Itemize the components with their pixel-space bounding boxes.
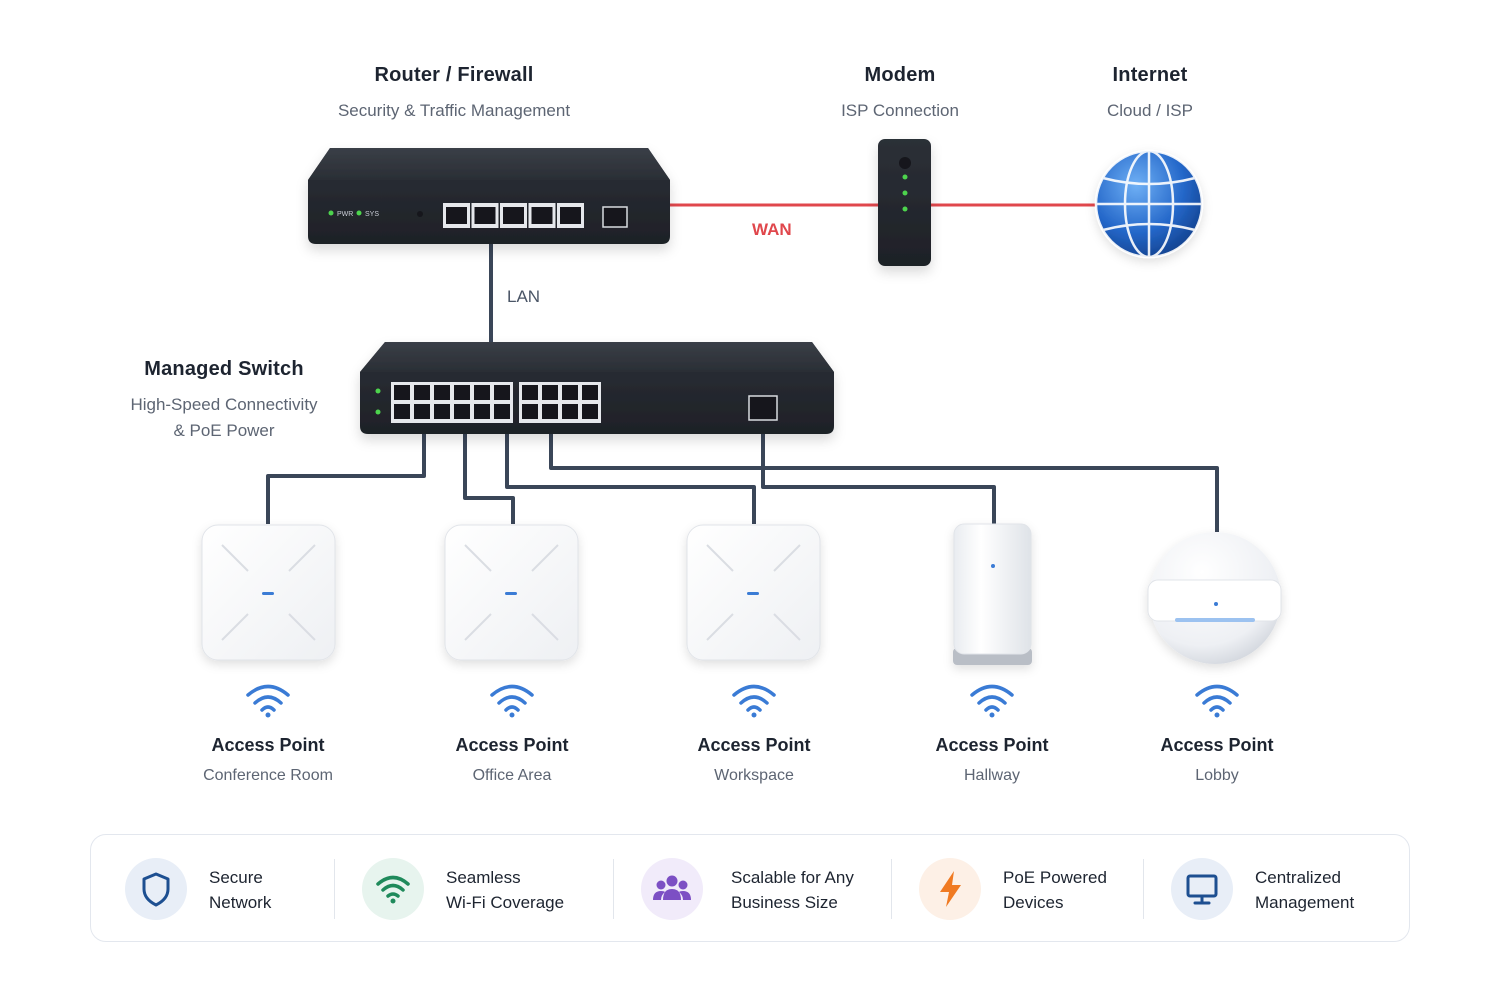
divider [891,859,892,919]
switch-port [394,404,410,419]
router-wan-port [602,206,628,228]
modem-subtitle: ISP Connection [841,101,959,120]
cable-ap-workspace [505,432,756,524]
switch-port [454,385,470,400]
switch-port [562,404,578,419]
switch-title: Managed Switch [144,358,304,380]
ap-workspace-device [686,524,821,661]
switch-port [542,404,558,419]
ap-location: Hallway [963,767,1020,784]
feature-label: PoE Powered Devices [1003,868,1107,912]
cable-ap-conference [266,432,426,524]
wifi-signal-icon [490,684,534,718]
wifi-icon [362,858,424,920]
switch-port [582,404,598,419]
ap-title: Access Point [935,735,1049,755]
ap-label-workspace: Access Point Workspace [634,735,874,785]
cable-ap-hallway [761,418,996,524]
ap-label-office: Access Point Office Area [392,735,632,785]
router-device: PWR SYS [308,148,670,244]
router-subtitle: Security & Traffic Management [337,101,571,120]
feature-scalable: Scalable for Any Business Size [641,835,881,943]
ap-title: Access Point [211,735,325,755]
feature-secure-network: Secure Network [125,835,335,943]
ap-title: Access Point [455,735,569,755]
internet-subtitle: Cloud / ISP [1107,101,1193,120]
router-led-pwr: PWR [337,211,353,218]
modem-device [878,139,931,266]
ap-label-hallway: Access Point Hallway [872,735,1112,785]
feature-label: Secure Network [209,868,272,912]
ap-location: Office Area [472,767,552,784]
ap-lobby-device [1147,532,1282,664]
feature-label: Seamless Wi-Fi Coverage [446,868,565,912]
divider [334,859,335,919]
internet-globe-icon [1094,149,1204,259]
switch-device [360,342,834,434]
ap-location: Workspace [714,767,794,784]
switch-port [562,385,578,400]
switch-uplink-port [748,395,778,421]
users-icon [641,858,703,920]
ap-location: Lobby [1195,767,1239,784]
lightning-icon [919,858,981,920]
feature-label: Centralized Management [1255,868,1355,912]
switch-port [454,404,470,419]
switch-port [474,385,490,400]
switch-subtitle: High-Speed Connectivity & PoE Power [130,395,318,440]
ap-conference-device [201,524,336,661]
switch-port [494,385,510,400]
wifi-signal-icon [732,684,776,718]
switch-port [414,385,430,400]
switch-port [414,404,430,419]
switch-port [522,385,538,400]
switch-port [582,385,598,400]
ap-hallway-device [953,523,1032,665]
switch-port [394,385,410,400]
switch-port [522,404,538,419]
internet-label: Internet Cloud / ISP [1050,64,1250,124]
poe-cables [266,418,1219,532]
router-led-sys: SYS [365,211,379,218]
feature-wifi-coverage: Seamless Wi-Fi Coverage [362,835,602,943]
divider [613,859,614,919]
shield-icon [125,858,187,920]
switch-ports [391,382,601,423]
modem-label: Modem ISP Connection [800,64,1000,124]
ap-title: Access Point [1160,735,1274,755]
switch-port [542,385,558,400]
wifi-signal-icon [1195,684,1239,718]
router-title: Router / Firewall [374,64,534,86]
feature-poe: PoE Powered Devices [919,835,1139,943]
ap-location: Conference Room [203,767,333,784]
cable-ap-office [463,432,515,524]
wifi-signal-icon [246,684,290,718]
lan-label: LAN [507,287,541,306]
ap-label-conference: Access Point Conference Room [148,735,388,785]
cable-ap-lobby [549,432,1219,532]
switch-port [474,404,490,419]
feature-centralized: Centralized Management [1171,835,1391,943]
router-label: Router / Firewall Security & Traffic Man… [304,64,604,124]
divider [1143,859,1144,919]
switch-port [494,404,510,419]
wifi-signal-icon [970,684,1014,718]
modem-title: Modem [864,64,936,86]
switch-label: Managed Switch High-Speed Connectivity &… [94,358,354,444]
switch-port [434,404,450,419]
monitor-icon [1171,858,1233,920]
features-bar: Secure Network Seamless Wi-Fi Coverage S… [90,834,1410,942]
internet-title: Internet [1112,64,1188,86]
feature-label: Scalable for Any Business Size [731,868,854,912]
switch-port [434,385,450,400]
router-lan-ports [443,203,584,228]
ap-label-lobby: Access Point Lobby [1097,735,1337,785]
ap-office-device [444,524,579,661]
wan-label: WAN [752,220,792,239]
ap-title: Access Point [697,735,811,755]
